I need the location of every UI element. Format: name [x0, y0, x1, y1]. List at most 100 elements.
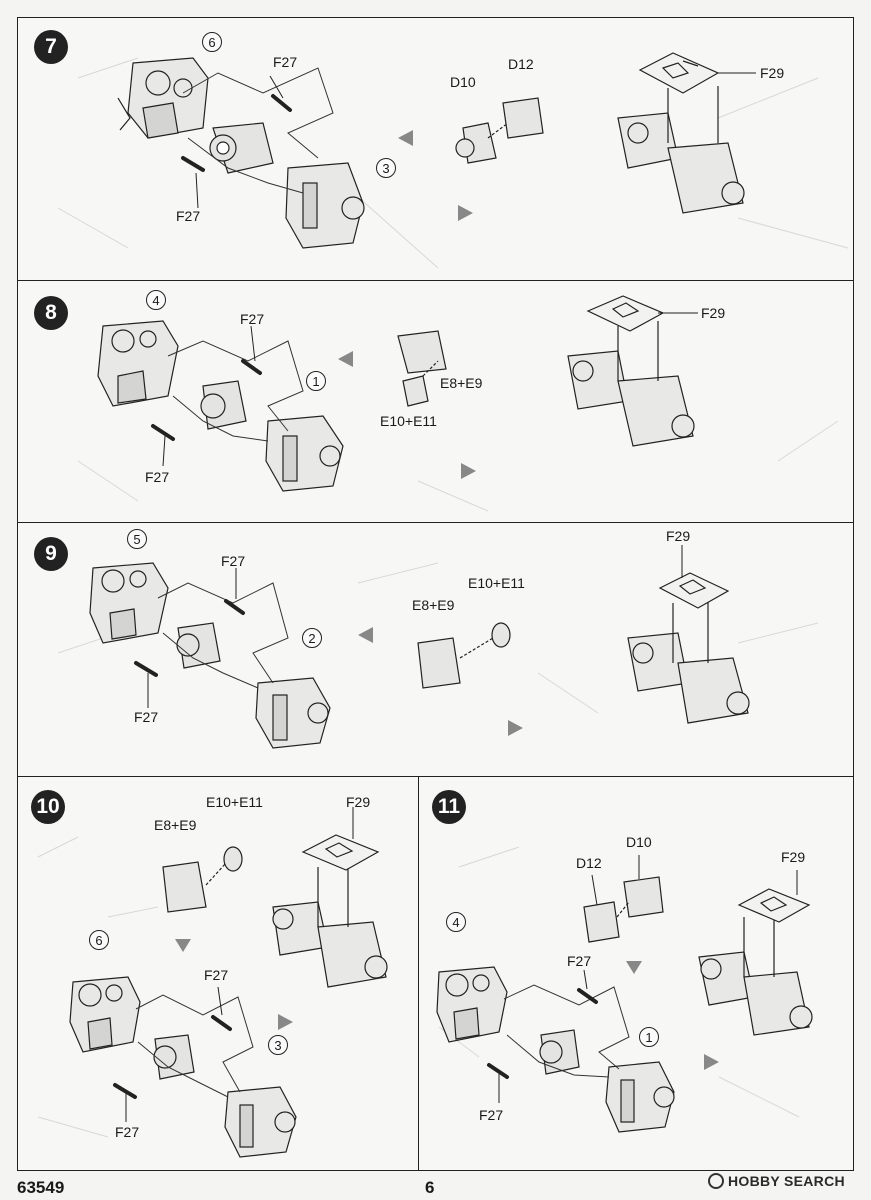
- callout-ref: 4: [446, 912, 466, 932]
- assembly-guide-lines: [167, 340, 304, 442]
- kit-number: 63549: [17, 1178, 65, 1197]
- rod-f27-bottom: [113, 1083, 137, 1099]
- rod-f27-bottom: [181, 156, 205, 172]
- callout-ref: 1: [306, 371, 326, 391]
- rod-f27-bottom: [134, 661, 158, 677]
- part-label-plate: F29: [760, 65, 785, 81]
- bogie-frame-left: [69, 976, 141, 1053]
- subassembly-d10-d12: [455, 97, 544, 164]
- bogie-frame-left: [89, 562, 169, 644]
- part-label-a: E8+E9: [154, 817, 197, 833]
- part-label-rod-bottom: F27: [115, 1124, 140, 1140]
- part-label-b: D12: [508, 56, 534, 72]
- part-label-rod-top: F27: [221, 553, 246, 569]
- part-label-a: D10: [450, 74, 476, 90]
- part-label-rod-top: F27: [240, 311, 265, 327]
- step-11-drawing: [436, 846, 813, 1133]
- part-label-rod-bottom: F27: [176, 208, 201, 224]
- arrow-left-icon: [338, 351, 353, 367]
- bogie-frame-left: [117, 57, 209, 139]
- plate-f29: [301, 834, 380, 871]
- completed-assembly: [272, 862, 388, 988]
- subassembly-d10-d12: [583, 876, 664, 943]
- part-label-rod-bottom: F27: [479, 1107, 504, 1123]
- rod-f27-bottom: [487, 1063, 509, 1079]
- watermark: HOBBY SEARCH: [728, 1173, 845, 1189]
- completed-assembly: [567, 321, 695, 447]
- part-label-rod-top: F27: [204, 967, 229, 983]
- bogie-frame-left: [436, 966, 508, 1043]
- step-number-badge: 9: [34, 537, 68, 571]
- part-label-rod-top: F27: [273, 54, 298, 70]
- assembly-guide-lines: [135, 994, 254, 1098]
- bogie-frame-right: [224, 1086, 297, 1158]
- bogie-frame-right: [255, 677, 331, 749]
- bogie-frame-right: [285, 162, 365, 249]
- step-9-panel: 9 5 2 F27 F27 E8+E9 E10+E11 F29: [17, 522, 854, 777]
- step-10-panel: 10 6 3 F27 F27 E8+E9 E10+E11 F29: [17, 776, 419, 1171]
- subassembly-e8-e10: [417, 622, 511, 689]
- plate-f29: [737, 888, 811, 923]
- rod-f27-top: [224, 599, 245, 615]
- plate-f29: [638, 52, 720, 94]
- assembly-guide-lines: [503, 984, 630, 1078]
- completed-assembly: [617, 86, 745, 214]
- completed-assembly: [698, 912, 813, 1036]
- step-8-drawing: [77, 295, 839, 512]
- callout-ref: 5: [127, 529, 147, 549]
- step-number-badge: 11: [432, 790, 466, 824]
- callout-ref: 6: [202, 32, 222, 52]
- bogie-frame-right: [605, 1061, 675, 1133]
- step-7-panel: 7 6 3 F27 F27 D10 D12 F29: [17, 17, 854, 281]
- rod-f27-top: [211, 1015, 232, 1031]
- part-label-rod-bottom: F27: [134, 709, 159, 725]
- completed-assembly: [627, 601, 750, 724]
- assembly-guide-lines: [182, 67, 334, 194]
- bogie-frame-right: [265, 415, 344, 492]
- arrow-down-icon: [626, 961, 642, 974]
- part-label-plate: F29: [666, 528, 691, 544]
- step-10-drawing: [37, 807, 388, 1158]
- part-label-plate: F29: [346, 794, 371, 810]
- step-11-panel: 11 4 1 F27 F27 D12 D10 F29: [418, 776, 854, 1171]
- part-label-plate: F29: [781, 849, 806, 865]
- rod-f27-top: [271, 94, 292, 112]
- subassembly-e8-e10: [397, 330, 447, 407]
- rod-f27-bottom: [151, 424, 175, 441]
- part-label-rod-bottom: F27: [145, 469, 170, 485]
- plate-f29: [658, 572, 730, 609]
- step-7-drawing: [57, 52, 849, 269]
- arrow-right-icon: [278, 1014, 293, 1030]
- step-number-badge: 8: [34, 296, 68, 330]
- arrow-left-icon: [398, 130, 413, 146]
- step-9-drawing: [57, 545, 819, 749]
- arrow-right-icon: [704, 1054, 719, 1070]
- part-label-b: E8+E9: [440, 375, 483, 391]
- rod-f27-top: [241, 359, 262, 375]
- callout-ref: 4: [146, 290, 166, 310]
- gearbox-center: [153, 1034, 195, 1080]
- gearbox-center: [176, 622, 221, 669]
- part-label-rod-top: F27: [567, 953, 592, 969]
- part-label-a: E10+E11: [380, 413, 437, 429]
- step-number-badge: 10: [31, 790, 65, 824]
- assembly-guide-lines: [157, 582, 289, 689]
- callout-ref: 6: [89, 930, 109, 950]
- arrow-down-icon: [175, 939, 191, 952]
- subassembly-e8-e10: [162, 846, 243, 913]
- callout-ref: 3: [376, 158, 396, 178]
- callout-ref: 1: [639, 1027, 659, 1047]
- plate-f29: [586, 295, 665, 332]
- arrow-left-icon: [358, 627, 373, 643]
- part-label-a: D12: [576, 855, 602, 871]
- part-label-b: D10: [626, 834, 652, 850]
- hobby-search-logo-icon: [708, 1173, 724, 1189]
- arrow-right-icon: [508, 720, 523, 736]
- arrow-right-icon: [458, 205, 473, 221]
- arrow-right-icon: [461, 463, 476, 479]
- gearbox-center: [200, 380, 247, 430]
- gearbox-center: [209, 122, 274, 174]
- part-label-a: E8+E9: [412, 597, 455, 613]
- bogie-frame-left: [97, 320, 179, 407]
- part-label-b: E10+E11: [468, 575, 525, 591]
